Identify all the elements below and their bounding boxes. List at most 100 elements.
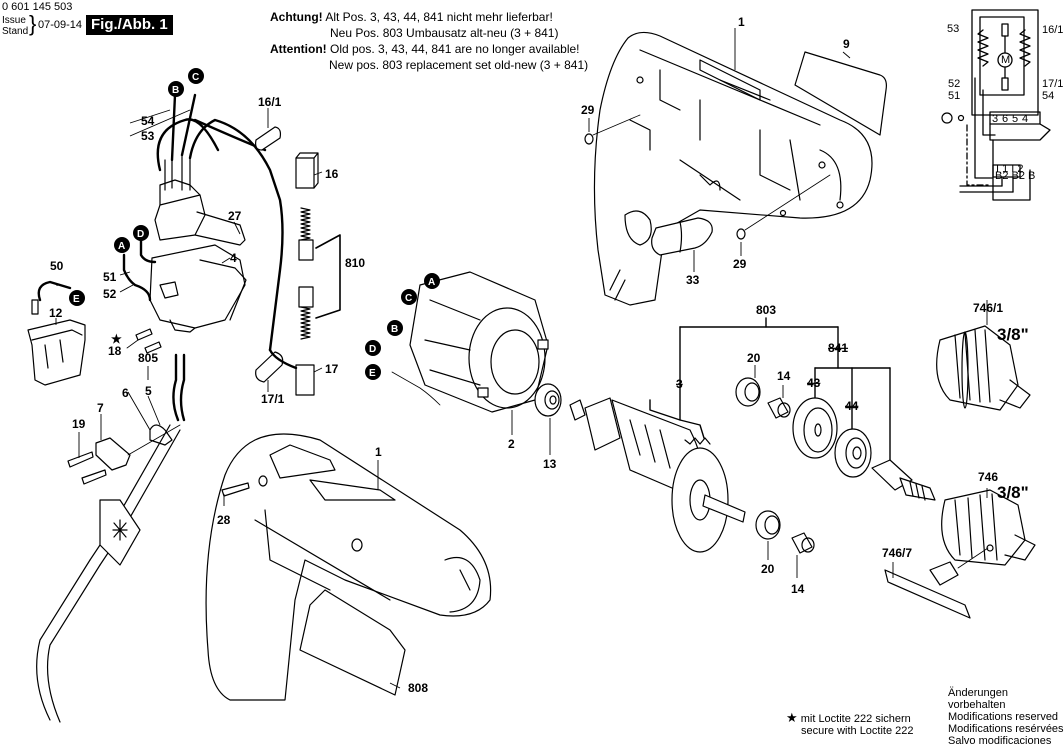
- wiring-label-52: 52: [948, 78, 960, 90]
- issue-label-de: Stand: [2, 26, 29, 37]
- mods-es: Salvo modificaciones: [948, 735, 1052, 747]
- terminal-3: 3: [992, 113, 998, 125]
- label-17-1: 17/1: [261, 392, 285, 406]
- mods-de: Änderungen vorbehalten: [948, 687, 1008, 711]
- label-52: 52: [103, 287, 117, 301]
- label-1-upper: 1: [738, 15, 745, 29]
- brush-holder-17-1: [255, 351, 284, 383]
- label-746-7: 746/7: [882, 546, 912, 560]
- connector-e-wire: E: [69, 290, 85, 306]
- spindle-841: [871, 459, 936, 501]
- wiring-label-53: 53: [947, 23, 959, 35]
- label-805: 805: [138, 351, 158, 365]
- switch-terminals-bottom: B2 B2 B: [995, 170, 1035, 182]
- wiring-label-16-1: 16/1: [1042, 24, 1063, 36]
- part-number: 0 601 145 503: [2, 1, 73, 13]
- loctite-note: ★ mit Loctite 222 sichern secure with Lo…: [786, 711, 914, 737]
- terminal-4: 4: [1022, 113, 1028, 125]
- label-5: 5: [145, 384, 152, 398]
- notice-de-line1: Achtung! Alt Pos. 3, 43, 44, 841 nicht m…: [270, 9, 588, 25]
- label-20-upper: 20: [747, 351, 761, 365]
- chuck-key: [884, 547, 989, 619]
- connector-c-switch: C: [188, 68, 204, 84]
- ball-bearing-44: [834, 428, 872, 478]
- label-50: 50: [50, 259, 64, 273]
- brace: }: [29, 11, 37, 36]
- gear-43: [792, 397, 838, 459]
- bearing-20-lower: [755, 510, 781, 540]
- field-coil: [409, 271, 549, 413]
- brush-holder-16-1: [255, 126, 282, 151]
- label-810: 810: [345, 256, 365, 270]
- svg-text:D: D: [137, 229, 144, 240]
- connector-a-switch: A: [114, 237, 130, 253]
- part-labels: 1 9 29 29 33 16/1 16 810 17 17/1 27 4 54…: [49, 15, 1029, 695]
- label-16: 16: [325, 167, 339, 181]
- notice-en-line2: New pos. 803 replacement set old-new (3 …: [329, 58, 589, 72]
- connector-e-coil: E: [365, 364, 381, 380]
- label-19: 19: [72, 417, 86, 431]
- label-6: 6: [122, 386, 129, 400]
- notice-en-prefix: Attention!: [270, 42, 327, 56]
- connector-d-switch: D: [133, 225, 149, 241]
- loctite-line2: secure with Loctite 222: [801, 725, 914, 737]
- needle-bearing-14-lower: [791, 532, 815, 554]
- label-28: 28: [217, 513, 231, 527]
- cable-and-sleeve: [36, 424, 181, 723]
- screw-19-b: [81, 469, 107, 485]
- label-53: 53: [141, 129, 155, 143]
- screw-28: [221, 482, 250, 497]
- cable-clamp: [95, 437, 131, 471]
- label-3-crossed: 3: [676, 377, 683, 391]
- label-20-lower: 20: [761, 562, 775, 576]
- replacement-set-bracket: [649, 317, 891, 466]
- label-16-1: 16/1: [258, 95, 282, 109]
- label-17: 17: [325, 362, 339, 376]
- label-12: 12: [49, 306, 63, 320]
- label-841-crossed: 841: [828, 341, 848, 355]
- label-746-1: 746/1: [973, 301, 1003, 315]
- housing-lower-half: [205, 433, 492, 701]
- screw-set-18: [135, 328, 162, 354]
- connector-c-coil: C: [401, 289, 417, 305]
- o-ring-upper: [584, 133, 594, 145]
- label-43-crossed: 43: [807, 376, 821, 390]
- wiring-label-51: 51: [948, 90, 960, 102]
- label-54: 54: [141, 114, 155, 128]
- wiring-schematic: [959, 9, 1051, 201]
- wiring-labels: 53 52 51 16/1 17/1 54 3 6 5 4 M I 1 I 2 …: [947, 23, 1063, 182]
- connector-b-coil: B: [387, 320, 403, 336]
- chuck-size-lower: 3/8": [997, 483, 1029, 502]
- brush-holder-17: [295, 364, 315, 396]
- label-803: 803: [756, 303, 776, 317]
- notice-de-prefix: Achtung!: [270, 10, 323, 24]
- notice-de-text1: Alt Pos. 3, 43, 44, 841 nicht mehr liefe…: [325, 10, 553, 24]
- svg-text:E: E: [73, 294, 80, 305]
- connector-a-coil: A: [424, 273, 440, 289]
- svg-text:C: C: [192, 72, 199, 83]
- keyless-chuck: [936, 325, 1031, 411]
- label-18: 18: [108, 344, 122, 358]
- keyed-chuck: [941, 489, 1036, 566]
- switch-body: [149, 244, 247, 333]
- notice-en-line1: Attention! Old pos. 3, 43, 44, 841 are n…: [270, 41, 588, 57]
- switch-connector-block: [154, 154, 246, 246]
- connector-d-coil: D: [365, 340, 381, 356]
- mods-en: Modifications reserved: [948, 711, 1059, 723]
- label-33: 33: [686, 273, 700, 287]
- svg-text:A: A: [428, 277, 435, 288]
- bearing-20-upper: [735, 377, 761, 407]
- label-29-lower: 29: [733, 257, 747, 271]
- label-2: 2: [508, 437, 515, 451]
- terminal-5: 5: [1012, 113, 1018, 125]
- connector-markers: A B C D E A C B D E: [69, 68, 440, 380]
- svg-text:E: E: [369, 368, 376, 379]
- chuck-size-upper: 3/8": [997, 325, 1029, 344]
- notice-en-text1: Old pos. 3, 43, 44, 841 are no longer av…: [330, 42, 580, 56]
- ground-symbol: [941, 112, 953, 124]
- armature: [569, 397, 746, 553]
- label-27: 27: [228, 209, 242, 223]
- svg-text:C: C: [405, 293, 412, 304]
- svg-text:A: A: [118, 241, 125, 252]
- label-13: 13: [543, 457, 557, 471]
